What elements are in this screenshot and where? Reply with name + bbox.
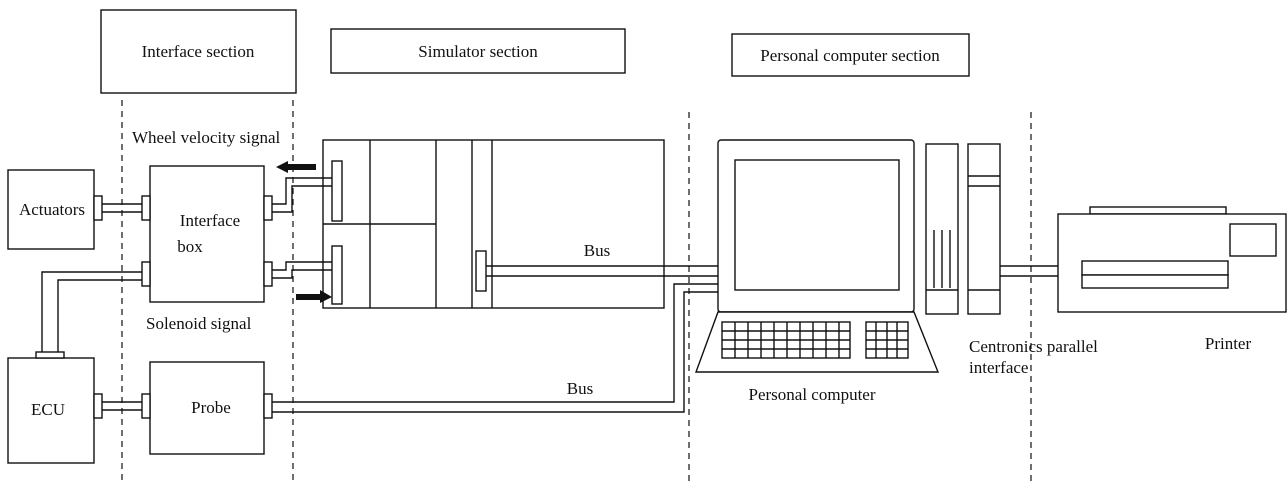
- probe-label: Probe: [191, 398, 231, 417]
- actuators-label: Actuators: [19, 200, 85, 219]
- personal-computer: [694, 139, 940, 373]
- interface-box-label-2: box: [177, 237, 203, 256]
- ecu-label: ECU: [31, 400, 65, 419]
- wheel-velocity-label: Wheel velocity signal: [132, 128, 281, 147]
- actuators-block: Actuators: [7, 169, 103, 250]
- keyboard-numpad-keys: [865, 321, 909, 359]
- simulator-section-header: Simulator section: [330, 28, 626, 74]
- sim-bus-connector: [475, 250, 487, 292]
- ib-right-bottom-connector: [263, 261, 273, 287]
- bus-upper-label: Bus: [584, 241, 610, 260]
- pc-tower-right: [967, 143, 1001, 315]
- solenoid-arrow: [296, 290, 332, 303]
- sim-card-connector-bottom: [331, 245, 343, 305]
- interface-section-label: Interface section: [142, 42, 255, 61]
- ib-left-top-connector: [141, 195, 151, 221]
- probe-block: Probe: [141, 361, 273, 455]
- solenoid-label: Solenoid signal: [146, 314, 252, 333]
- bus-lower-line-b: [272, 291, 718, 413]
- personal-computer-label: Personal computer: [749, 385, 876, 404]
- bus-lower-label: Bus: [567, 379, 593, 398]
- interface-section-header: Interface section: [100, 9, 297, 94]
- interface-box-label-1: Interface: [180, 211, 240, 230]
- wheel-velocity-arrow: [276, 161, 316, 173]
- bus-lower-line-a: [272, 283, 718, 403]
- centronics-label-2: interface: [969, 358, 1028, 377]
- ecu-top-connector: [35, 351, 65, 359]
- simulator-rack: [322, 139, 665, 309]
- probe-left-connector: [141, 393, 151, 419]
- pc-section-header: Personal computer section: [731, 33, 970, 77]
- printer: [1057, 206, 1287, 313]
- interface-box-block: Interface box: [141, 165, 273, 303]
- ib-left-bottom-connector: [141, 261, 151, 287]
- printer-label: Printer: [1205, 334, 1252, 353]
- ecu-right-connector: [93, 393, 103, 419]
- centronics-label-1: Centronics parallel: [969, 337, 1098, 356]
- actuators-connector: [93, 195, 103, 221]
- pc-section-label: Personal computer section: [760, 46, 940, 65]
- keyboard-main-keys: [721, 321, 851, 359]
- simulator-section-label: Simulator section: [418, 42, 538, 61]
- ib-right-top-connector: [263, 195, 273, 221]
- pc-tower-left: [925, 143, 959, 315]
- probe-right-connector: [263, 393, 273, 419]
- ecu-block: ECU: [7, 351, 103, 464]
- sim-card-connector-top: [331, 160, 343, 222]
